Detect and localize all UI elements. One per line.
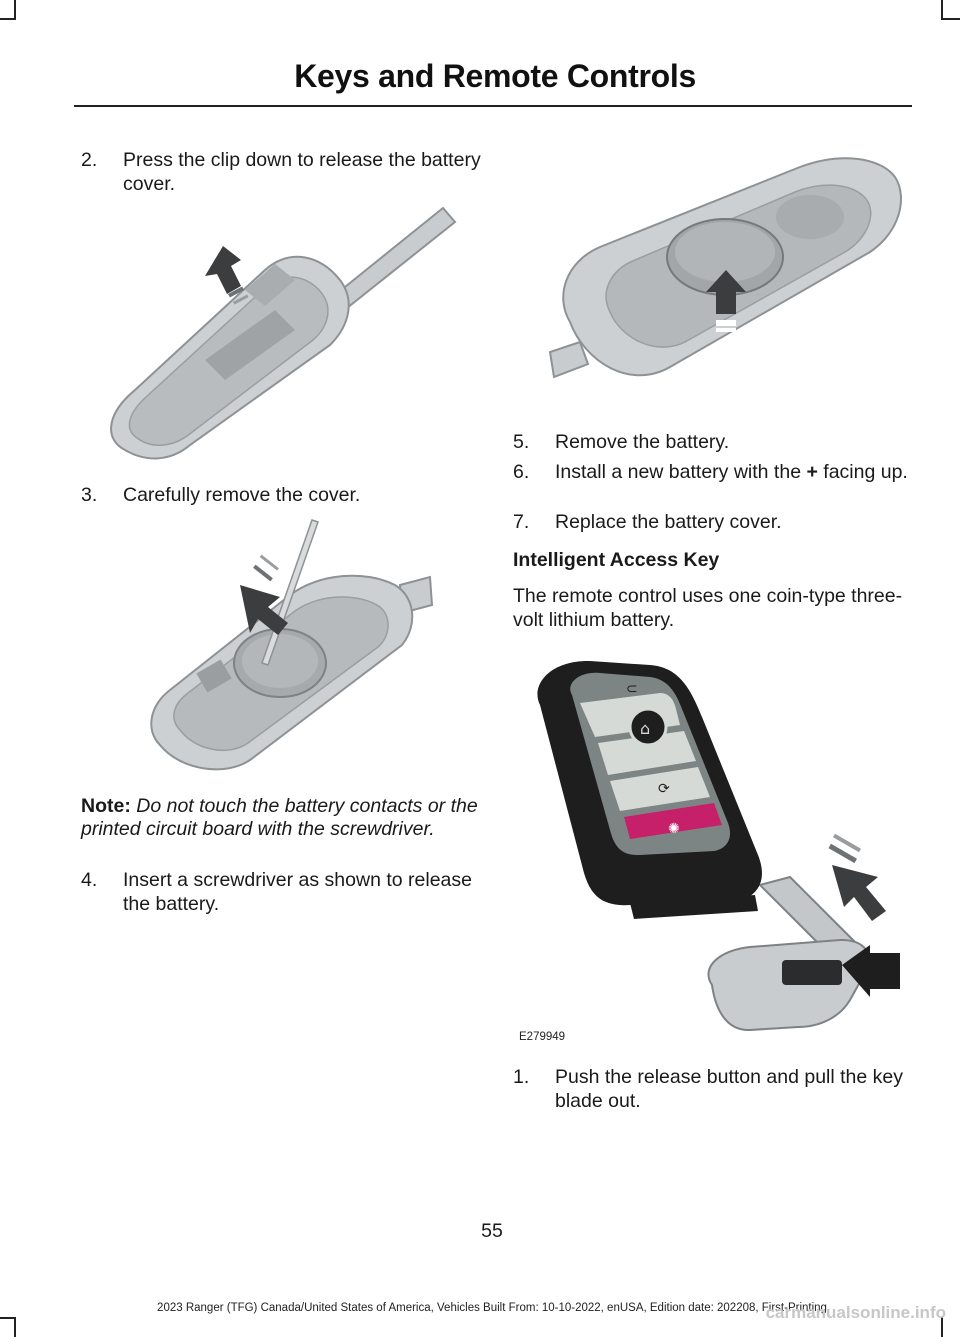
remote-start-icon: ⟳ (658, 781, 670, 797)
step-number: 4. (81, 869, 98, 891)
page-title: Keys and Remote Controls (294, 58, 696, 94)
step-7: 7. Replace the battery cover. (513, 510, 913, 534)
step-1: 1. Push the release button and pull the … (513, 1065, 913, 1113)
crop-mark (0, 18, 16, 20)
step-text: Insert a screwdriver as shown to release… (123, 869, 472, 915)
crop-mark (14, 0, 16, 20)
figure-code: E279949 (519, 1031, 566, 1043)
plus-symbol: + (806, 461, 818, 483)
step-3: 3. Carefully remove the cover. (81, 483, 481, 507)
step-number: 3. (81, 484, 98, 506)
step-number: 2. (81, 149, 98, 171)
step-number: 5. (513, 431, 530, 453)
step-4: 4. Insert a screwdriver as shown to rele… (81, 868, 481, 916)
crop-mark (941, 1317, 943, 1337)
crop-mark (14, 1317, 16, 1337)
step-number: 6. (513, 461, 530, 483)
lock-icon: ⊂ (626, 681, 638, 697)
step-number: 1. (513, 1066, 530, 1088)
figure-remove-cover (150, 519, 434, 771)
step-text: Remove the battery. (555, 431, 730, 453)
section-heading: Intelligent Access Key (513, 549, 720, 571)
panic-icon: ✺ (668, 821, 680, 837)
step-text-start: Install a new battery with the (555, 461, 807, 483)
step-text: Push the release button and pull the key… (555, 1066, 903, 1112)
step-text: Replace the battery cover. (555, 511, 782, 533)
note-label: Note: (81, 795, 131, 817)
crop-mark (0, 1317, 16, 1319)
figure-intelligent-key: ⊂ ⌂ ⟳ ✺ (537, 660, 900, 1032)
step-2: 2. Press the clip down to release the ba… (81, 148, 481, 196)
arrow-down-right-icon (240, 554, 288, 635)
arrow-down-right-icon (828, 833, 886, 921)
step-text: Press the clip down to release the batte… (123, 149, 481, 195)
arrow-up-icon (706, 270, 746, 332)
figure-remove-battery (548, 157, 903, 379)
figure-key-clip (110, 206, 457, 460)
step-text: Carefully remove the cover. (123, 484, 361, 506)
unlock-icon: ⌂ (640, 719, 650, 738)
section-paragraph: The remote control uses one coin-type th… (513, 585, 903, 631)
note: Note: Do not touch the battery contacts … (81, 795, 481, 841)
crop-mark (941, 0, 943, 20)
page-number: 55 (481, 1220, 503, 1242)
watermark: carmanualsonline.info (765, 1303, 946, 1322)
crop-mark (941, 18, 960, 20)
step-text: Install a new battery with the + facing … (513, 460, 913, 484)
title-divider (74, 105, 912, 107)
step-text-end: facing up. (817, 461, 908, 483)
step-6: 6. Install a new battery with the + faci… (513, 460, 913, 484)
step-number: 7. (513, 511, 530, 533)
arrow-left-icon (842, 945, 900, 997)
step-5: 5. Remove the battery. (513, 430, 913, 454)
note-text: Do not touch the battery contacts or the… (81, 795, 478, 840)
footer-text: 2023 Ranger (TFG) Canada/United States o… (157, 1302, 827, 1314)
arrow-up-left-icon (205, 246, 249, 305)
